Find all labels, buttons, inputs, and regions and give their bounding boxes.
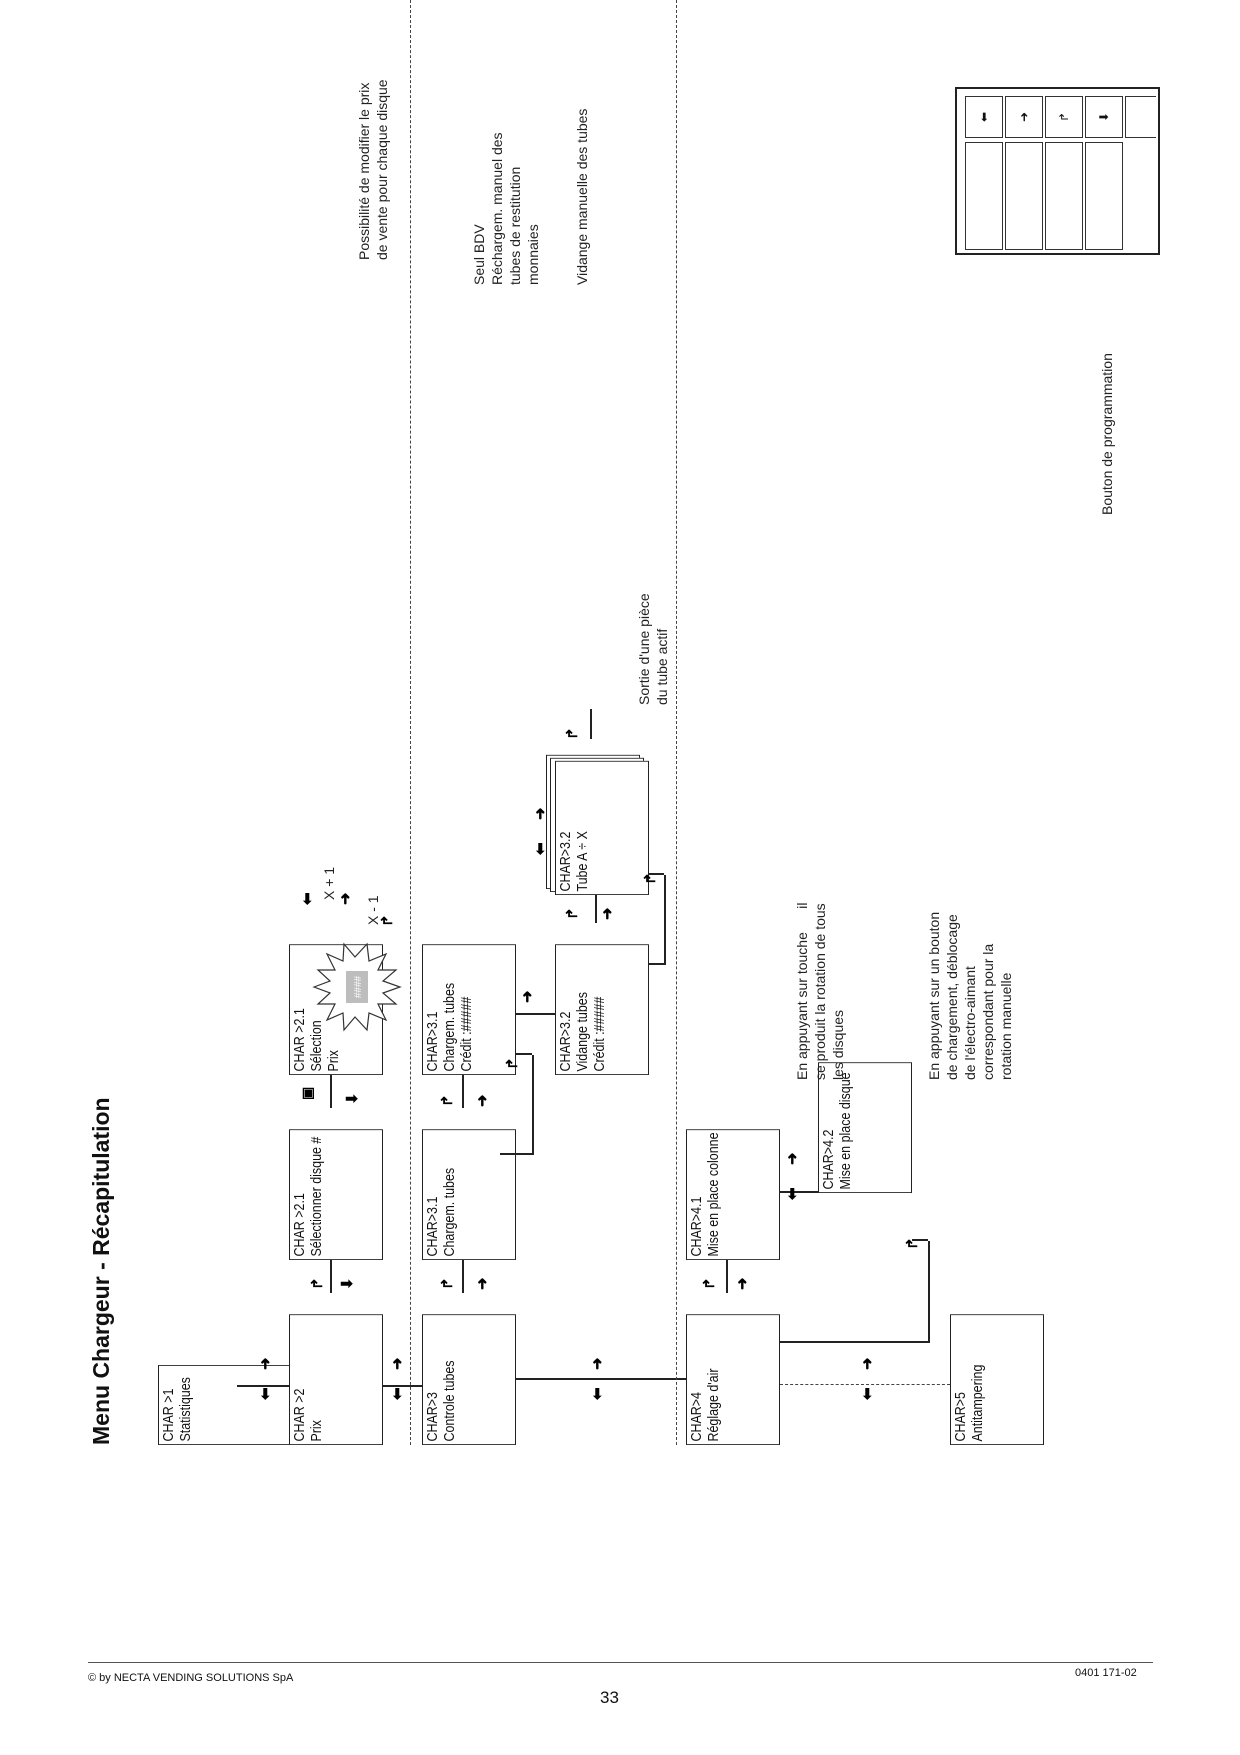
conn-char31-loop — [500, 1153, 532, 1155]
separator-2 — [676, 0, 677, 1445]
arrow-enter: ↱ — [564, 907, 581, 920]
programming-button-icon: ▣ — [299, 1086, 315, 1100]
footer-doc-ref: 0401 171-02 — [1075, 1667, 1137, 1679]
arrow-down: ⬇ — [344, 1092, 361, 1105]
note-bdv: Seul BDV Réchargem. manuel des tubes de … — [471, 132, 541, 285]
arrow-right: ➜ — [532, 807, 549, 820]
arrow-enter: ↱ — [504, 1057, 521, 1070]
conn-char31-char31credit — [462, 1075, 464, 1108]
arrow-enter: ↱ — [701, 1277, 718, 1290]
arrow-right: ➜ — [389, 1357, 406, 1370]
arrow-right: ➜ — [859, 1357, 876, 1370]
arrow-right: ➜ — [257, 1357, 274, 1370]
conn-vidange-back — [664, 875, 666, 965]
arrow-enter: ↱ — [309, 1277, 326, 1290]
conn-tube-sortie — [590, 709, 592, 739]
conn-char3-char31 — [462, 1260, 464, 1293]
arrow-right: ➜ — [599, 907, 616, 920]
conn-loop-h — [532, 1055, 534, 1155]
conn-char42-back-h2 — [780, 1341, 928, 1343]
arrow-enter: ↱ — [379, 914, 396, 927]
arrow-left: ⬅ — [859, 1387, 876, 1400]
label-x-plus: X + 1 — [321, 866, 337, 900]
arrow-left: ⬅ — [589, 1387, 606, 1400]
arrow-enter: ↱ — [642, 872, 659, 885]
conn-vidange-tube — [595, 895, 597, 923]
footer-copyright: © by NECTA VENDING SOLUTIONS SpA — [88, 1672, 294, 1684]
separator-1 — [410, 0, 411, 1445]
arrow-right: ➜ — [519, 990, 536, 1003]
conn-char4-char41 — [726, 1260, 728, 1293]
button-panel: ⬅ ➜ ↱ ⬇ — [955, 87, 1160, 255]
label-x-minus: X - 1 — [365, 895, 381, 925]
arrow-enter: ↱ — [439, 1277, 456, 1290]
arrow-right: ➜ — [589, 1357, 606, 1370]
arrow-down: ⬇ — [339, 1277, 356, 1290]
svg-text:####: #### — [353, 975, 364, 998]
arrow-left: ⬅ — [784, 1187, 801, 1200]
conn-char42-back — [928, 1241, 930, 1343]
arrow-enter: ↱ — [439, 1094, 456, 1107]
separator-char4-char5 — [780, 1384, 950, 1385]
note-sortie: Sortie d'une pièce du tube actif — [636, 593, 670, 705]
conn-loop-v — [516, 1053, 532, 1055]
footer-rule — [88, 1662, 1153, 1663]
arrow-right: ➜ — [337, 892, 354, 905]
arrow-left: ⬅ — [389, 1387, 406, 1400]
arrow-enter: ↱ — [564, 727, 581, 740]
arrow-left: ⬅ — [532, 842, 549, 855]
note-programmation: Bouton de programmation — [1099, 353, 1115, 515]
note-bouton: En appuyant sur un bouton de chargement,… — [926, 911, 1014, 1080]
arrow-enter: ↱ — [904, 1237, 921, 1250]
conn-char3-char4 — [516, 1378, 686, 1380]
note-prix: Possibilité de modifier le prix de vente… — [356, 79, 390, 260]
page-number: 33 — [600, 1688, 619, 1707]
arrow-right: ➜ — [474, 1277, 491, 1290]
arrow-right: ➜ — [474, 1094, 491, 1107]
conn-credit-vidange — [516, 1013, 555, 1015]
conn-char2-char21 — [330, 1260, 332, 1293]
arrow-left: ⬅ — [299, 892, 316, 905]
arrow-left: ⬅ — [257, 1387, 274, 1400]
note-rotation: En appuyant sur touche il se produit la … — [794, 902, 846, 1080]
arrow-right: ➜ — [734, 1277, 751, 1290]
note-vidange: Vidange manuelle des tubes — [574, 108, 590, 285]
price-badge: #### — [312, 942, 402, 1032]
conn-char21-char21sel — [330, 1075, 332, 1108]
arrow-right: ➜ — [784, 1152, 801, 1165]
conn-vidange-back-v1 — [649, 963, 664, 965]
